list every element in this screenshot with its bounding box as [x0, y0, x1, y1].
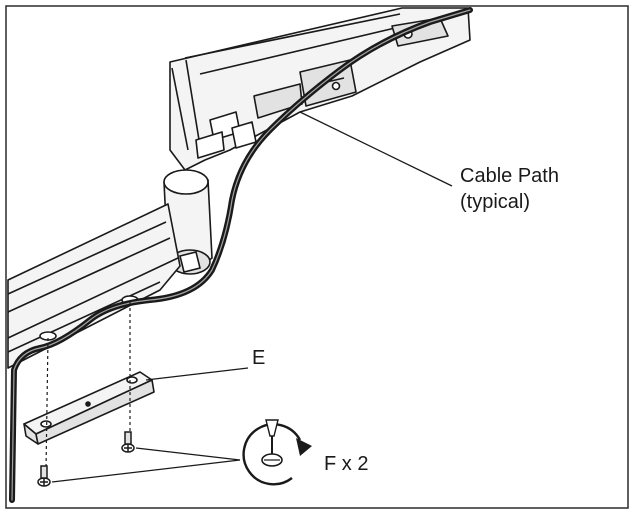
cable-path-sublabel: (typical) — [460, 191, 530, 213]
cable — [9, 7, 473, 503]
screw-f-left — [37, 465, 51, 487]
screwdriver-rotation-icon — [242, 419, 312, 486]
bracket-label: E — [252, 347, 265, 369]
lower-arm — [7, 203, 181, 369]
screw-label: F x 2 — [324, 453, 368, 475]
alignment-lines — [45, 302, 131, 471]
leader-lines — [51, 111, 453, 483]
cable-path-label: Cable Path — [460, 165, 559, 187]
bracket-e — [23, 371, 155, 445]
screw-f-right — [121, 431, 135, 453]
